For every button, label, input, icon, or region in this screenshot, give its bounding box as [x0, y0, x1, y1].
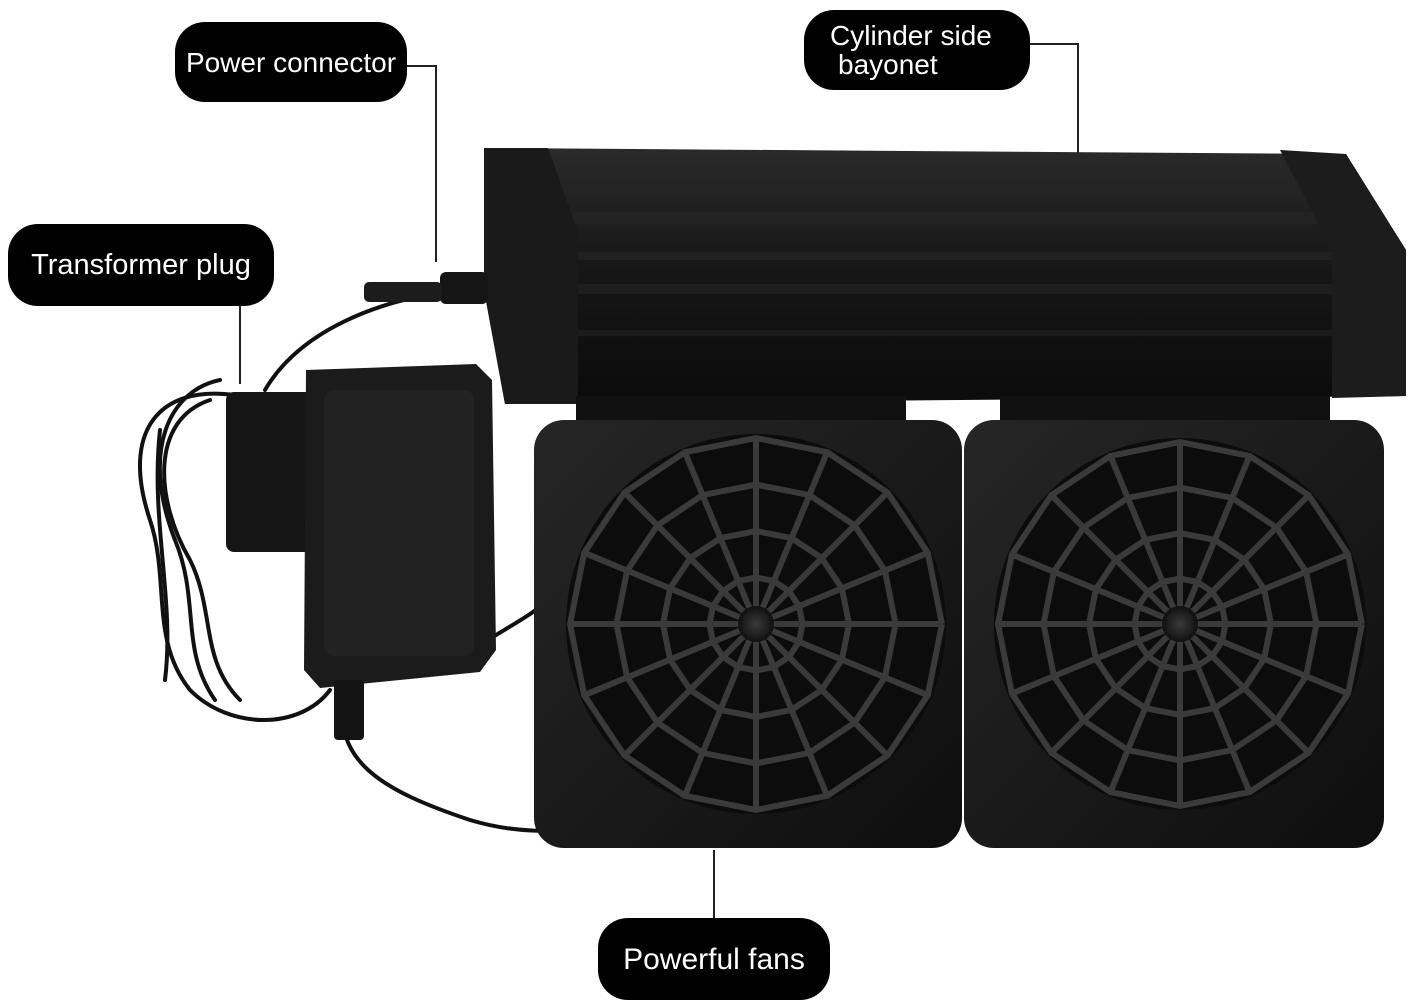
callout-transformer-plug-text: Transformer plug: [31, 248, 251, 281]
callout-power-connector: Power connector: [175, 22, 407, 102]
grille-ring: [1131, 575, 1229, 673]
grille-ring: [706, 574, 806, 674]
grille-ring: [1040, 484, 1320, 764]
callout-cylinder-side-bayonet: Cylinder side bayonet: [804, 10, 1030, 90]
callout-cylinder-line1: Cylinder side: [830, 20, 992, 51]
callout-powerful-fans-text: Powerful fans: [623, 942, 805, 976]
grille-ring: [1085, 529, 1274, 719]
callout-power-connector-text: Power connector: [185, 46, 397, 78]
grille-ring: [994, 438, 1365, 810]
grille-ring: [566, 434, 945, 814]
bayonet-bar: [484, 148, 1406, 426]
leader-lines: [239, 43, 1079, 918]
callout-transformer-plug: Transformer plug: [8, 224, 274, 306]
grille-ring: [613, 481, 899, 767]
callout-powerful-fans: Powerful fans: [598, 918, 830, 1000]
transformer: [226, 364, 496, 740]
callout-cylinder-line2: bayonet: [838, 49, 938, 80]
fan-right: [964, 420, 1384, 848]
fan-left: [534, 420, 962, 848]
grille-ring: [659, 527, 852, 721]
power-connector-plug: [364, 272, 488, 304]
